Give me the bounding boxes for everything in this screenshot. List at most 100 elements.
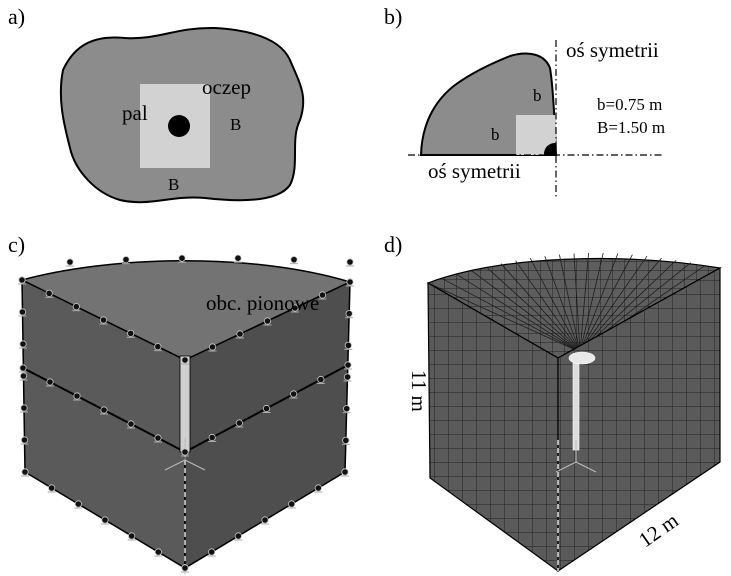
support-icon (344, 361, 352, 370)
axis-label-vertical: oś symetrii (566, 38, 659, 62)
mesh-axes-triad-icon (555, 440, 597, 473)
boundary-condition-icons (18, 254, 354, 573)
support-icon (234, 532, 243, 541)
support-icon (18, 276, 26, 285)
support-icon (342, 405, 351, 414)
support-icon (287, 500, 296, 509)
support-icon (345, 310, 354, 319)
dim-b-lower: b (491, 125, 500, 144)
support-icon (154, 434, 162, 443)
support-icon (154, 548, 163, 557)
support-icon (291, 304, 299, 313)
support-icon (101, 516, 109, 525)
support-icon (346, 278, 354, 287)
support-icon (263, 317, 272, 326)
mesh-radial-line (579, 253, 619, 353)
support-icon (261, 516, 269, 525)
mesh-radial-line (442, 278, 581, 353)
param-B: B=1.50 m (597, 118, 665, 137)
axis-label-horizontal: oś symetrii (428, 159, 521, 183)
pile-mesh (572, 353, 580, 451)
support-icon (19, 372, 28, 381)
support-icon (66, 258, 74, 267)
support-icon (235, 419, 244, 428)
support-icon (290, 256, 298, 265)
mesh-radial-line (579, 254, 633, 353)
support-icon (208, 433, 217, 442)
support-icon (178, 254, 186, 263)
support-icon (127, 420, 135, 429)
support-icon (153, 343, 162, 352)
panel-d-label: d) (384, 232, 402, 257)
model-top-face (19, 260, 353, 361)
mesh-radial-line (529, 257, 581, 353)
mesh-radial-line (471, 270, 581, 353)
panel-c: c) obc. pionowe (8, 232, 354, 575)
mesh-radial-line (544, 255, 581, 353)
support-icon (72, 303, 81, 312)
support-icon (20, 404, 28, 413)
support-icon (181, 564, 189, 573)
support-icon (45, 289, 54, 298)
cap-mesh-highlight (568, 351, 596, 365)
support-icon (207, 548, 216, 557)
mesh-radial-line (579, 257, 662, 353)
mesh-radial-line (579, 252, 589, 353)
mesh-radial-line (573, 253, 581, 353)
support-icon (73, 392, 81, 401)
mesh-radial-line (559, 254, 581, 353)
panel-c-label: c) (8, 232, 25, 257)
support-icon (127, 532, 136, 541)
mesh-radial-line (456, 274, 581, 353)
support-icon (21, 468, 29, 477)
pile-circle (168, 115, 190, 137)
support-icon (126, 329, 135, 338)
support-icon (181, 356, 189, 365)
support-icon (18, 308, 27, 317)
support-icon (289, 390, 298, 399)
load-label: obc. pionowe (206, 291, 319, 315)
panel-b: b) oś symetrii oś symetrii b b b=0.75 m … (384, 4, 665, 198)
support-icon (208, 343, 217, 352)
dim-b-upper: b (533, 86, 542, 105)
support-icon (262, 404, 271, 413)
panel-a: a) pal oczep B B (8, 4, 305, 204)
support-icon (181, 448, 189, 457)
support-icon (236, 330, 244, 339)
support-icon (341, 436, 350, 445)
param-b: b=0.75 m (597, 95, 662, 114)
support-icon (99, 316, 108, 325)
panel-a-label: a) (8, 4, 25, 29)
support-icon (19, 340, 27, 349)
mesh-radial-line (427, 282, 581, 353)
support-icon (122, 256, 130, 265)
panel-d: d) 11 m 12 m (384, 232, 722, 573)
support-icon (346, 258, 354, 267)
support-icon (341, 468, 349, 477)
support-icon (46, 378, 54, 387)
support-icon (316, 375, 325, 384)
mesh-radial-line (500, 263, 581, 353)
support-icon (20, 436, 29, 445)
support-icon (100, 406, 108, 415)
dimension-B-right: B (230, 115, 241, 134)
mesh-radial-line (579, 255, 648, 353)
mesh-radial-line (515, 260, 581, 353)
height-dimension: 11 m (407, 370, 431, 412)
mesh-top-face (426, 257, 722, 359)
pile-label: pal (122, 101, 148, 125)
cap-label: oczep (202, 75, 251, 99)
support-icon (19, 364, 27, 373)
support-icon (74, 500, 83, 509)
dimension-B-bottom: B (168, 175, 179, 194)
support-icon (344, 341, 353, 350)
pile-half (543, 142, 556, 155)
support-icon (314, 484, 323, 493)
support-icon (318, 291, 327, 300)
panel-b-label: b) (384, 4, 402, 29)
pile-column (179, 355, 191, 453)
support-icon (234, 254, 242, 263)
support-icon (343, 373, 352, 382)
support-icon (47, 484, 56, 493)
mesh-radial-line (579, 252, 604, 353)
